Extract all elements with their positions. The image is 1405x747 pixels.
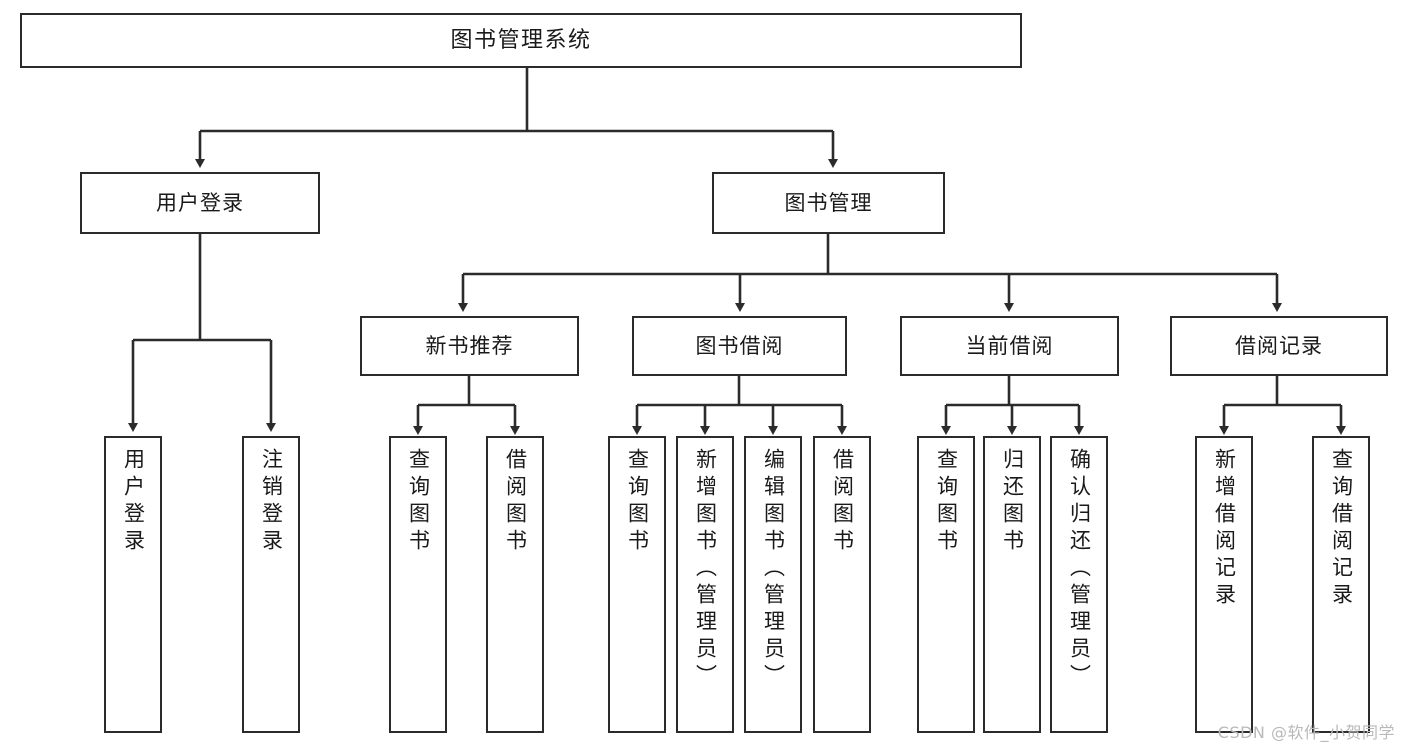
node-root-system[interactable]: 图书管理系统 bbox=[20, 13, 1022, 68]
leaf-borrow-query-book[interactable]: 查询图书 bbox=[608, 436, 666, 733]
node-label: 当前借阅 bbox=[965, 333, 1054, 358]
node-label: 归还图书 bbox=[1000, 448, 1025, 556]
node-label: 图书借阅 bbox=[695, 333, 784, 358]
node-label: 查询图书 bbox=[625, 448, 650, 556]
node-label: 用户登录 bbox=[121, 448, 146, 556]
node-label: 确认归还（管理员） bbox=[1067, 448, 1092, 691]
node-current-borrow[interactable]: 当前借阅 bbox=[900, 316, 1119, 376]
leaf-current-return-book[interactable]: 归还图书 bbox=[983, 436, 1041, 733]
node-borrow-record[interactable]: 借阅记录 bbox=[1170, 316, 1388, 376]
node-label: 查询图书 bbox=[934, 448, 959, 556]
leaf-borrow-edit-book-admin[interactable]: 编辑图书（管理员） bbox=[744, 436, 802, 733]
leaf-borrow-borrow-book[interactable]: 借阅图书 bbox=[813, 436, 871, 733]
leaf-user-login[interactable]: 用户登录 bbox=[104, 436, 162, 733]
node-label: 查询借阅记录 bbox=[1329, 448, 1354, 610]
leaf-recommend-query-book[interactable]: 查询图书 bbox=[389, 436, 447, 733]
leaf-record-query-record[interactable]: 查询借阅记录 bbox=[1312, 436, 1370, 733]
node-label: 图书管理系统 bbox=[450, 27, 592, 53]
node-label: 注销登录 bbox=[259, 448, 284, 556]
node-book-borrow[interactable]: 图书借阅 bbox=[632, 316, 847, 376]
leaf-borrow-add-book-admin[interactable]: 新增图书（管理员） bbox=[676, 436, 734, 733]
leaf-current-query-book[interactable]: 查询图书 bbox=[917, 436, 975, 733]
node-book-management[interactable]: 图书管理 bbox=[712, 172, 945, 234]
node-label: 借阅记录 bbox=[1235, 333, 1323, 358]
node-label: 新增借阅记录 bbox=[1212, 448, 1237, 610]
csdn-watermark: CSDN @软件_小贺同学 bbox=[1217, 723, 1395, 742]
node-label: 借阅图书 bbox=[503, 448, 528, 556]
node-label: 新增图书（管理员） bbox=[693, 448, 718, 691]
leaf-recommend-borrow-book[interactable]: 借阅图书 bbox=[486, 436, 544, 733]
node-new-book-recommend[interactable]: 新书推荐 bbox=[360, 316, 579, 376]
node-label: 编辑图书（管理员） bbox=[761, 448, 786, 691]
node-label: 查询图书 bbox=[406, 448, 431, 556]
leaf-record-add-record[interactable]: 新增借阅记录 bbox=[1195, 436, 1253, 733]
leaf-current-confirm-return-admin[interactable]: 确认归还（管理员） bbox=[1050, 436, 1108, 733]
node-label: 借阅图书 bbox=[830, 448, 855, 556]
leaf-user-logout[interactable]: 注销登录 bbox=[242, 436, 300, 733]
node-label: 图书管理 bbox=[784, 190, 873, 215]
node-user-login[interactable]: 用户登录 bbox=[80, 172, 320, 234]
node-label: 用户登录 bbox=[156, 190, 244, 215]
node-label: 新书推荐 bbox=[425, 333, 514, 358]
